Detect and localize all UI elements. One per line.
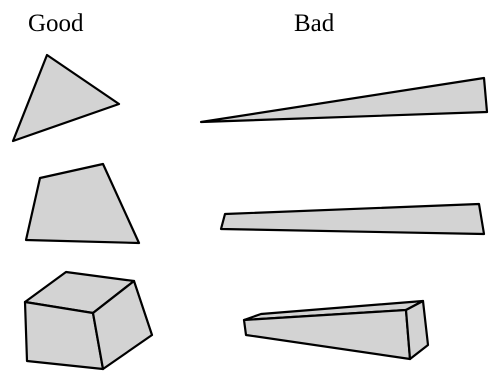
good-hexahedron-side-face	[91, 279, 154, 371]
good-hexahedron-front-face	[23, 300, 105, 371]
bad-hexahedron-side-face	[404, 299, 430, 361]
good-hexahedron-shape	[23, 270, 154, 371]
bad-sliver-quadrilateral-shape	[219, 202, 486, 236]
bad-column-label: Bad	[294, 10, 335, 37]
good-column-label: Good	[28, 10, 84, 37]
bad-sliver-triangle-shape	[199, 76, 489, 124]
bad-flattened-hexahedron-shape	[242, 299, 430, 361]
good-triangle-shape	[11, 53, 121, 143]
good-quadrilateral-shape	[24, 162, 141, 245]
